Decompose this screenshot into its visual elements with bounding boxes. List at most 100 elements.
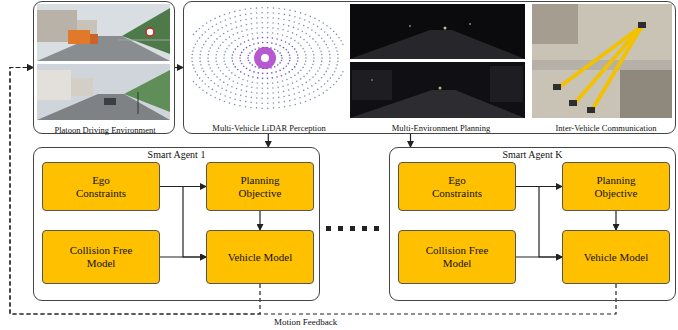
lidar-scan: [267, 107, 269, 109]
lidar-scan: [245, 101, 247, 103]
lidar-scan: [220, 70, 222, 72]
lidar-scan: [320, 64, 322, 66]
lidar-scan: [261, 17, 263, 19]
lidar-scan: [303, 90, 305, 92]
lidar-scan: [338, 78, 340, 80]
lidar-scan: [332, 40, 334, 42]
lidar-scan: [241, 25, 243, 27]
lidar-scan: [231, 72, 233, 74]
lidar-scan: [329, 61, 331, 63]
lidar-scan: [248, 55, 250, 57]
lidar-scan: [226, 90, 228, 92]
lidar-scan: [243, 65, 245, 67]
lidar-scan: [287, 30, 289, 32]
aerial-view: [620, 70, 672, 118]
lidar-scan: [224, 14, 226, 16]
ellipsis-dots: [374, 226, 379, 231]
lidar-scan: [286, 79, 288, 81]
lidar-scan: [219, 99, 221, 101]
lidar-scan: [309, 44, 311, 46]
lidar-scan: [252, 81, 254, 83]
lidar-scan: [256, 92, 258, 94]
lidar-scan: [319, 47, 321, 49]
lidar-scan: [224, 60, 226, 62]
lidar-scan: [243, 49, 245, 51]
lidar-scan: [227, 31, 229, 33]
lidar-scan: [221, 88, 223, 90]
lidar-scan: [208, 38, 210, 40]
lidar-scan: [292, 32, 294, 34]
lidar-scan: [257, 82, 259, 84]
lidar-scan: [323, 22, 325, 24]
lidar-scan: [272, 32, 274, 34]
lidar-scan: [317, 70, 319, 72]
lidar-scan: [335, 68, 337, 70]
lidar-scan: [250, 102, 252, 104]
lidar-scan: [220, 44, 222, 46]
lidar-scan: [278, 107, 280, 109]
lidar-scan: [277, 28, 279, 30]
lidar-scan: [275, 43, 277, 45]
lidar-scan: [267, 102, 269, 104]
lidar-scan: [323, 74, 325, 76]
lidar-scan: [256, 97, 258, 99]
lidar-scan: [267, 27, 269, 29]
lidar-scan: [235, 93, 237, 95]
street-scene: [37, 4, 170, 61]
lidar-scan: [261, 107, 263, 109]
lidar-scan: [288, 25, 290, 27]
lidar-scan: [251, 87, 253, 89]
lidar-scan: [231, 28, 233, 30]
lidar-scan: [246, 24, 248, 26]
lidar-scan: [288, 89, 290, 91]
lidar-scan: [278, 97, 280, 99]
lidar-scan: [240, 71, 242, 73]
lidar-scan: [229, 12, 231, 14]
lidar-scan: [241, 89, 243, 91]
lidar-scan: [199, 28, 201, 30]
lidar-scan: [217, 85, 219, 87]
lidar-scan: [256, 27, 258, 29]
lidar-scan: [313, 54, 315, 56]
lidar-scan: [253, 43, 255, 45]
lidar-scan: [278, 102, 280, 104]
lidar-scan: [267, 73, 269, 75]
lidar-scan: [256, 12, 258, 14]
lidar-scan: [239, 57, 241, 59]
lidar-scan: [232, 60, 234, 62]
flow-arrow: [268, 134, 269, 147]
lidar-scan: [288, 63, 290, 65]
lidar-scan: [216, 61, 218, 63]
street-scene: [122, 8, 170, 54]
lidar-scan: [288, 43, 290, 45]
lidar-scan: [330, 77, 332, 79]
lidar-scan: [282, 29, 284, 31]
night-scene: [469, 23, 471, 25]
lidar-scan: [233, 63, 235, 65]
lidar-scan: [241, 30, 243, 32]
lidar-scan: [278, 23, 280, 25]
lidar-scan: [271, 42, 273, 44]
street-scene: [71, 78, 93, 96]
lidar-scan: [321, 38, 323, 40]
lidar-scan: [329, 57, 331, 59]
lidar-scan: [251, 92, 253, 94]
lidar-scan: [205, 83, 207, 85]
lidar-scan: [208, 28, 210, 30]
lidar-scan: [292, 82, 294, 84]
night-scene: [350, 90, 525, 118]
street-scene: [146, 28, 154, 36]
lidar-scan: [326, 44, 328, 46]
lidar-scan: [267, 17, 269, 19]
lidar-scan: [302, 84, 304, 86]
lidar-scan: [245, 14, 247, 16]
lidar-scan: [210, 67, 212, 69]
lidar-scan: [193, 34, 195, 36]
lidar-scan: [252, 38, 254, 40]
lidar-scan: [249, 62, 251, 64]
night-scene: [350, 4, 525, 59]
lidar-scan: [225, 95, 227, 97]
lidar-scan: [244, 41, 246, 43]
lidar-scan: [206, 22, 208, 24]
lidar-scan: [246, 91, 248, 93]
